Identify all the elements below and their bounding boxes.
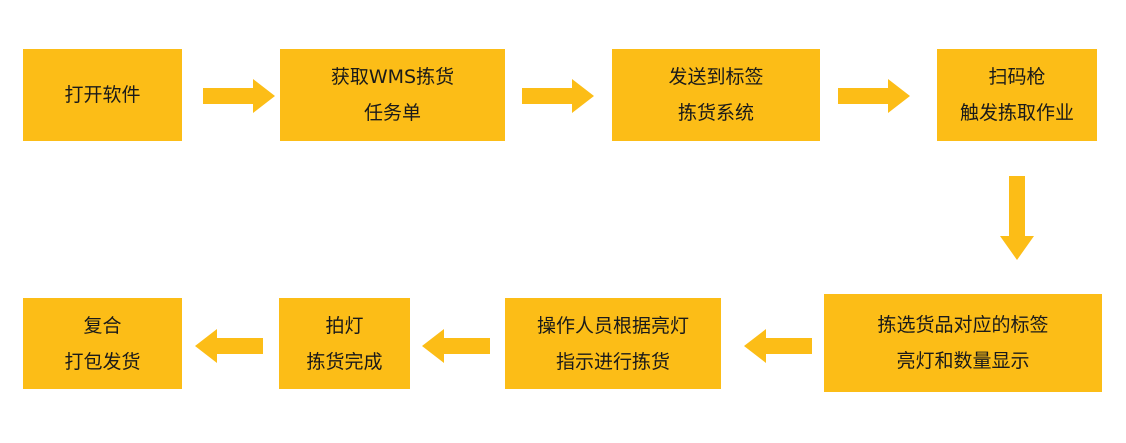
step-text-line: 扫码枪	[988, 66, 1046, 88]
arrow-right-icon	[522, 79, 594, 113]
step-send-to-label-system: 发送到标签 拣货系统	[612, 49, 820, 141]
step-text-line: 复合	[83, 314, 122, 337]
step-text-line: 指示进行拣货	[555, 350, 670, 373]
step-open-software: 打开软件	[23, 49, 182, 141]
step-scanner-trigger: 扫码枪 触发拣取作业	[937, 49, 1097, 141]
arrow-right-icon	[203, 79, 275, 113]
step-text-line: 获取WMS拣货	[330, 66, 455, 88]
arrow-right-icon	[838, 79, 910, 113]
step-tap-light-done: 拍灯 拣货完成	[279, 298, 410, 389]
step-get-wms-task: 获取WMS拣货 任务单	[280, 49, 505, 141]
step-text-line: 拣选货品对应的标签	[877, 314, 1049, 336]
step-text-line: 操作人员根据亮灯	[536, 314, 689, 337]
step-text-line: 拍灯	[325, 314, 364, 337]
step-review-pack-ship: 复合 打包发货	[23, 298, 182, 389]
step-text-line: 发送到标签	[668, 66, 764, 88]
step-text-line: 打开软件	[64, 84, 141, 106]
arrow-left-icon	[422, 329, 490, 363]
step-text-line: 触发拣取作业	[959, 102, 1074, 124]
step-text-line: 拣货系统	[677, 102, 754, 124]
step-text-line: 任务单	[363, 102, 421, 124]
step-text-line: 亮灯和数量显示	[896, 350, 1030, 372]
step-text-line: 打包发货	[64, 350, 141, 373]
step-label-light-display: 拣选货品对应的标签 亮灯和数量显示	[824, 294, 1102, 392]
step-text-line: 拣货完成	[306, 350, 383, 373]
arrow-left-icon	[195, 329, 263, 363]
arrow-down-icon	[1000, 176, 1034, 260]
arrow-left-icon	[744, 329, 812, 363]
step-operator-picks: 操作人员根据亮灯 指示进行拣货	[505, 298, 721, 389]
